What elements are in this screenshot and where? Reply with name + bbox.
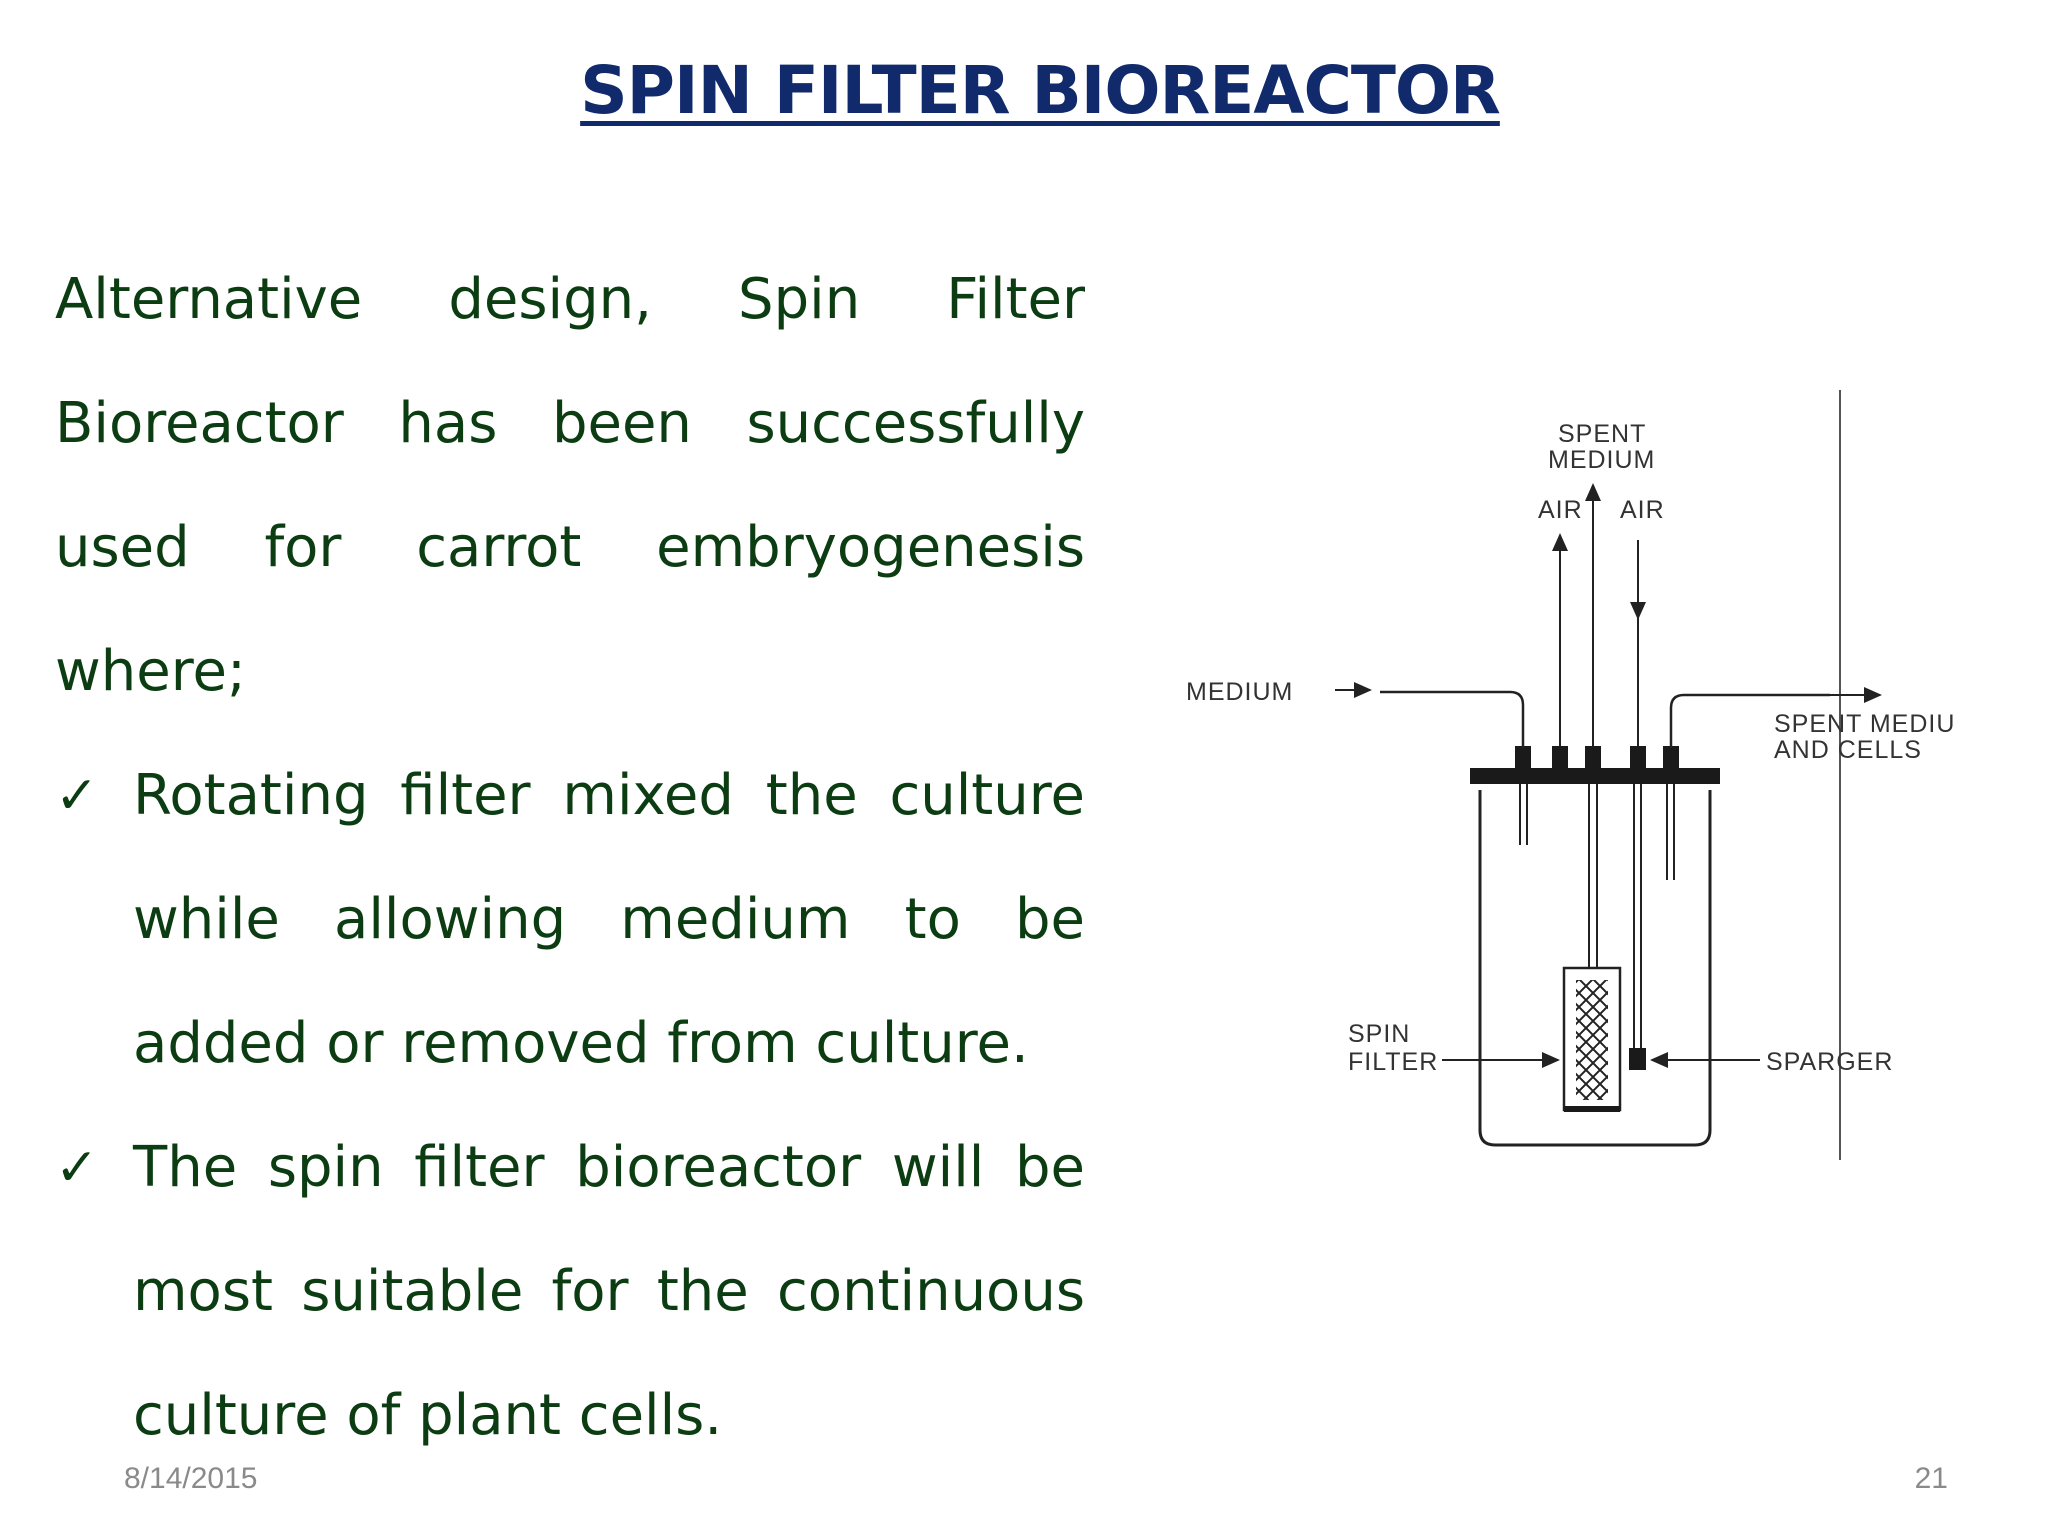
- label-spent-medium-2: MEDIUM: [1548, 446, 1655, 474]
- port: [1552, 746, 1568, 772]
- bullet-text-1: Rotating filter mixed the culture while …: [133, 763, 1085, 1076]
- spent-outlet-tube: [1669, 693, 1830, 748]
- footer-date: 8/14/2015: [124, 1462, 258, 1495]
- label-spin-filter-1: SPIN: [1348, 1020, 1410, 1048]
- label-spin-filter-2: FILTER: [1348, 1048, 1438, 1076]
- check-icon: ✓: [55, 1138, 99, 1198]
- spin-filter-bioreactor-diagram: SPENT MEDIUM AIR AIR MEDIUM SPENT MEDIU …: [1186, 390, 1955, 1160]
- spin-filter-base: [1564, 1106, 1620, 1112]
- label-medium: MEDIUM: [1186, 678, 1293, 706]
- label-sparger: SPARGER: [1766, 1048, 1893, 1076]
- bullet-item-1: ✓ Rotating filter mixed the culture whil…: [55, 734, 1085, 1106]
- page-number: 21: [1914, 1462, 1948, 1495]
- port: [1663, 746, 1679, 772]
- body-text: Alternative design, Spin Filter Bioreact…: [55, 238, 1085, 1478]
- port: [1585, 746, 1601, 772]
- spin-filter-mesh: [1576, 980, 1608, 1100]
- label-air-left: AIR: [1538, 496, 1583, 524]
- label-air-right: AIR: [1620, 496, 1665, 524]
- bullet-text-2: The spin filter bioreactor will be most …: [133, 1135, 1085, 1448]
- medium-inlet-tube: [1380, 690, 1525, 748]
- label-spent-cells-1: SPENT MEDIU: [1774, 710, 1955, 738]
- bullet-list: ✓ Rotating filter mixed the culture whil…: [55, 734, 1085, 1478]
- head-plate: [1470, 768, 1720, 784]
- sparger: [1629, 1048, 1646, 1070]
- slide-title: SPIN FILTER BIOREACTOR: [580, 52, 1501, 129]
- label-spent-medium-1: SPENT: [1558, 420, 1646, 448]
- intro-paragraph: Alternative design, Spin Filter Bioreact…: [55, 267, 1085, 704]
- bullet-item-2: ✓ The spin filter bioreactor will be mos…: [55, 1106, 1085, 1478]
- port: [1515, 746, 1531, 772]
- vessel-body: [1478, 790, 1712, 1147]
- check-icon: ✓: [55, 766, 99, 826]
- port: [1630, 746, 1646, 772]
- label-spent-cells-2: AND CELLS: [1774, 736, 1922, 764]
